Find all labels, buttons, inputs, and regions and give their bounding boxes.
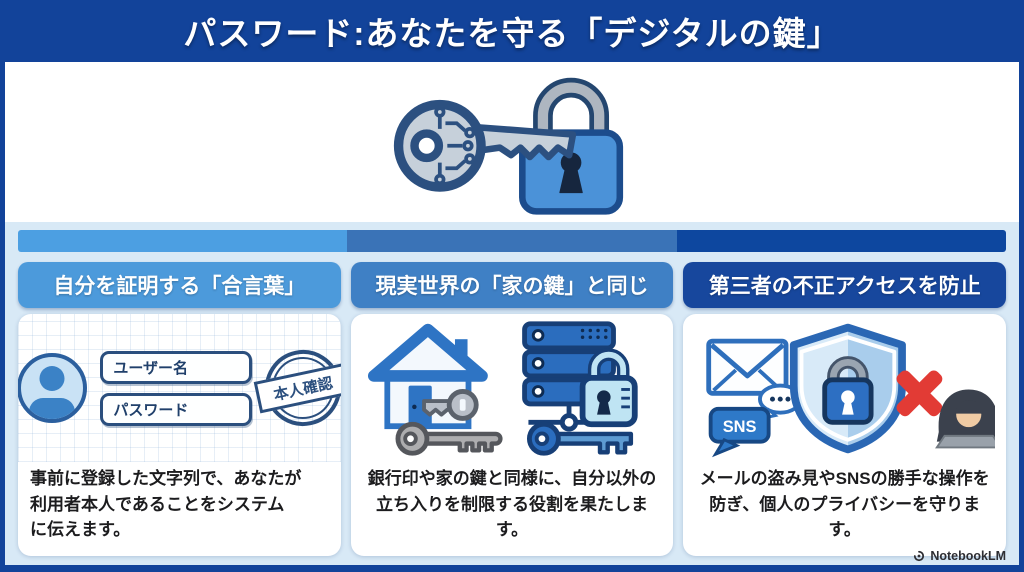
column-block-access-header: 第三者の不正アクセスを防止 [683,262,1007,308]
column-identity-header: 自分を証明する「合言葉」 [18,262,341,308]
shield-lock-icon [789,323,906,453]
blocked-x-icon [896,369,942,416]
brand-label: NotebookLM [930,549,1006,563]
notebooklm-logo-icon [914,550,925,562]
circuit-key-and-padlock-icon [393,77,624,215]
login-illustration: ユーザー名 パスワード 本人確認 [18,314,341,462]
column-identity: 自分を証明する「合言葉」 ユーザー名 パスワード [18,262,341,556]
content-panel: 自分を証明する「合言葉」 ユーザー名 パスワード [5,222,1019,565]
blue-key-icon [526,421,634,456]
column-block-access-card: SNS [683,314,1007,556]
columns: 自分を証明する「合言葉」 ユーザー名 パスワード [18,262,1007,556]
door-key-icon [422,388,479,421]
login-fields: ユーザー名 パスワード [100,350,253,426]
brand-watermark: NotebookLM [912,549,1006,563]
shield-hacker-illustration: SNS [683,314,1006,462]
gradient-divider-bar [18,230,1006,252]
gray-key-icon [395,421,503,456]
column-house-key-body: 銀行印や家の鍵と同様に、自分以外の 立ち入りを制限する役割を果たします。 [367,469,657,539]
bar-segment-medium [347,230,677,252]
password-field: パスワード [100,392,253,426]
column-identity-body: 事前に登録した文字列で、あなたが 利用者本人であることをシステム に伝えます。 [30,469,302,539]
page-title: パスワード:あなたを守る「デジタルの鍵」 [183,15,841,52]
column-block-access: 第三者の不正アクセスを防止 [683,262,1007,556]
column-house-key-header: 現実世界の「家の鍵」と同じ [350,262,674,308]
user-avatar-icon [18,353,88,423]
identity-stamp-icon: 本人確認 [254,342,341,434]
sns-label: SNS [722,418,756,436]
column-house-key: 現実世界の「家の鍵」と同じ [350,262,674,556]
bar-segment-dark [676,230,1006,252]
column-block-access-body: メールの盗み見やSNSの勝手な操作を 防ぎ、個人のプライバシーを守ります。 [699,469,990,539]
hero-section [5,62,1019,222]
title-bar: パスワード:あなたを守る「デジタルの鍵」 [0,0,1024,62]
column-identity-card: ユーザー名 パスワード 本人確認 事前に登録した文字列で、あなたが 利用者本人で… [18,314,341,556]
digital-key-icon [393,99,577,192]
bar-segment-light [18,230,348,252]
sns-bubble-icon: SNS [708,406,771,457]
username-field: ユーザー名 [100,350,253,384]
column-house-key-card: 銀行印や家の鍵と同様に、自分以外の 立ち入りを制限する役割を果たします。 [350,314,674,556]
house-server-illustration [351,314,674,462]
hacker-icon [934,388,995,448]
mail-icon [705,338,789,396]
server-padlock-icon [579,347,638,427]
